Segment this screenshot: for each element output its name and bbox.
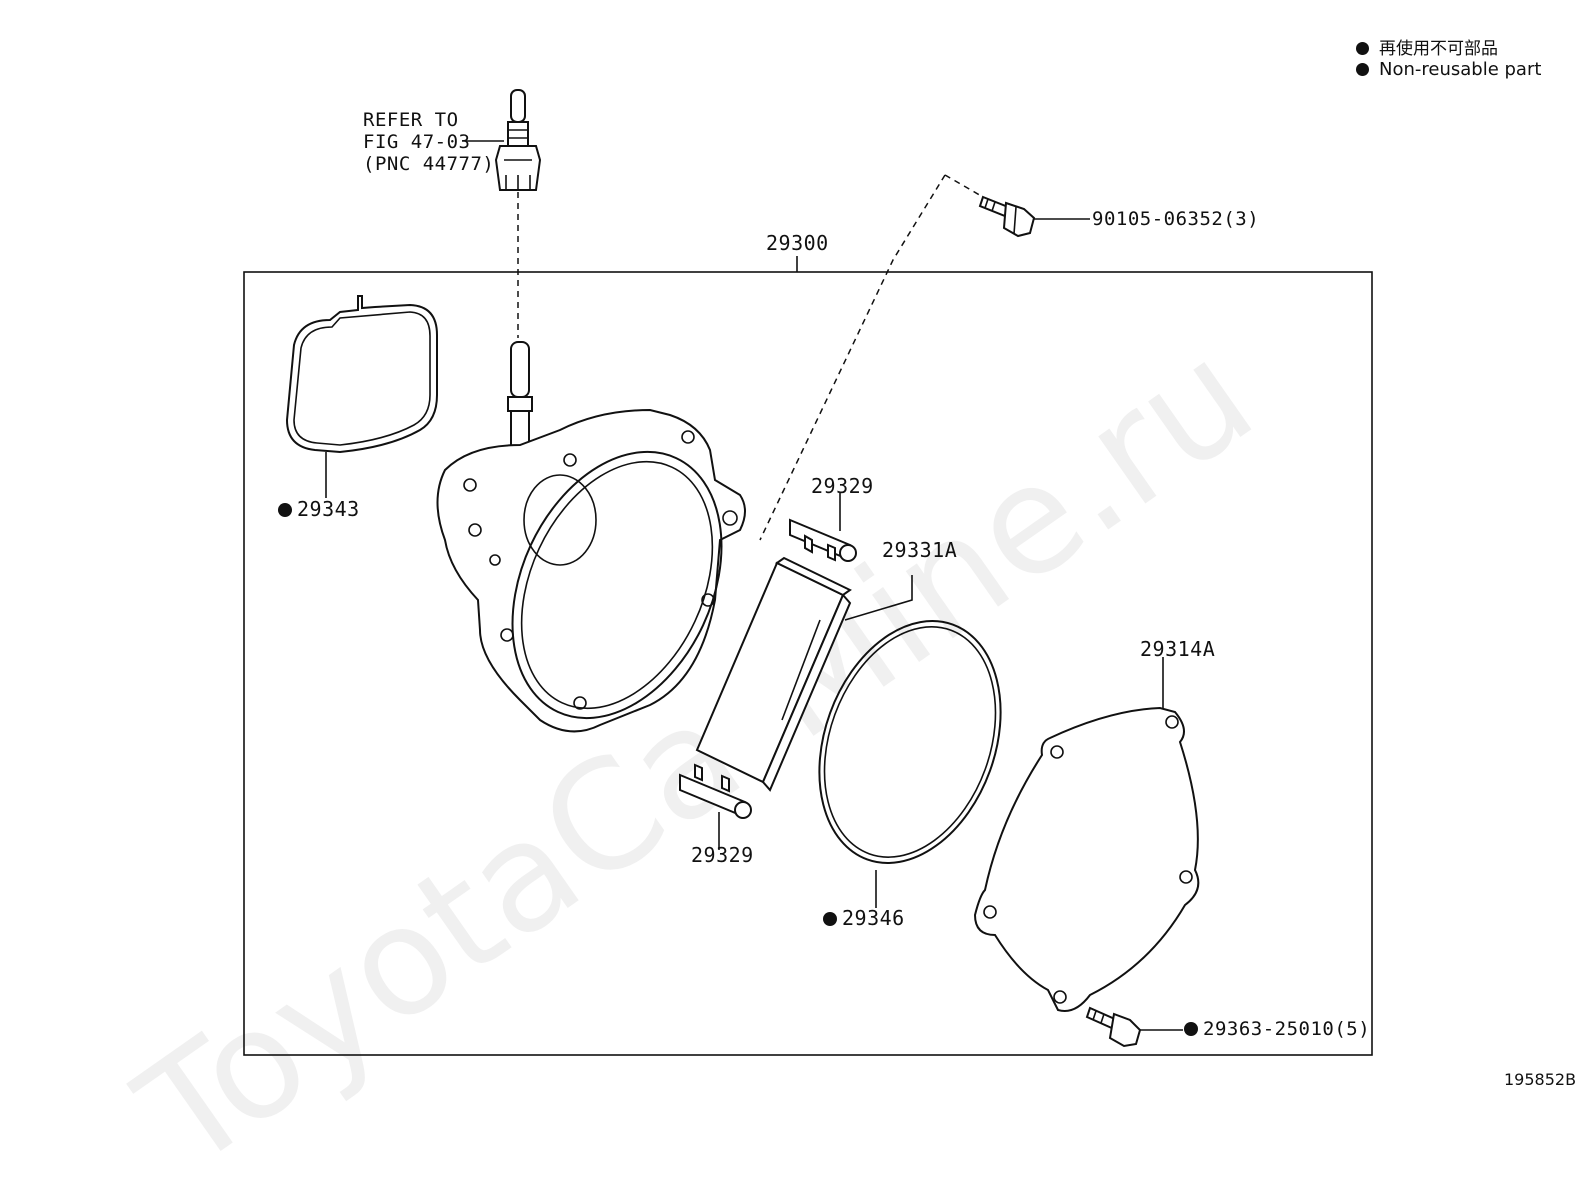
label-gasket-text: 29343 — [297, 497, 360, 521]
oring-outer — [818, 619, 1002, 865]
label-vane-bottom: 29329 — [691, 843, 754, 867]
cover-plate-icon — [973, 706, 1200, 1012]
legend-en-text: Non-reusable part — [1379, 59, 1542, 80]
bolt-top-icon — [978, 195, 1036, 238]
non-reusable-dot-icon — [823, 912, 837, 926]
rotor-leader — [844, 575, 913, 621]
legend-jp: 再使用不可部品 — [1356, 34, 1498, 59]
assembly-frame — [243, 271, 1373, 1056]
label-assembly: 29300 — [766, 231, 829, 255]
non-reusable-dot-icon — [1356, 63, 1369, 76]
label-rotor: 29331A — [882, 538, 958, 562]
rotor-icon — [695, 556, 852, 792]
refer-note-line2: FIG 47-03 — [363, 131, 471, 153]
label-cover: 29314A — [1140, 637, 1216, 661]
gasket-inner-outline — [293, 311, 431, 446]
non-reusable-dot-icon — [1356, 42, 1369, 55]
vane-bottom-icon — [679, 763, 752, 819]
reference-fitting-icon — [494, 89, 542, 191]
label-oring-text: 29346 — [842, 906, 905, 930]
non-reusable-dot-icon — [1184, 1022, 1198, 1036]
oring-inner — [823, 626, 997, 858]
label-oring: 29346 — [823, 906, 905, 930]
figure-id: 195852B — [1504, 1070, 1577, 1089]
refer-note-line3: (PNC 44777) — [363, 153, 495, 175]
label-gasket: 29343 — [278, 497, 360, 521]
refer-note-line1: REFER TO — [363, 109, 459, 131]
label-bolt-bottom: 29363-25010(5) — [1184, 1018, 1370, 1040]
gasket-outline — [285, 295, 438, 454]
label-bolt-top: 90105-06352(3) — [1092, 208, 1260, 230]
bolt-bottom-icon — [1085, 1006, 1142, 1048]
bolt-dashed-line-2 — [944, 174, 984, 198]
parts-diagram — [243, 89, 1373, 1056]
vane-top-icon — [789, 518, 857, 562]
label-bolt-bottom-text: 29363-25010(5) — [1203, 1018, 1371, 1040]
legend-jp-text: 再使用不可部品 — [1379, 39, 1498, 59]
non-reusable-dot-icon — [278, 503, 292, 517]
legend-en: Non-reusable part — [1356, 59, 1541, 80]
bolt-dashed-line — [759, 174, 946, 541]
label-vane-top: 29329 — [811, 474, 874, 498]
pump-housing-icon — [436, 341, 746, 733]
